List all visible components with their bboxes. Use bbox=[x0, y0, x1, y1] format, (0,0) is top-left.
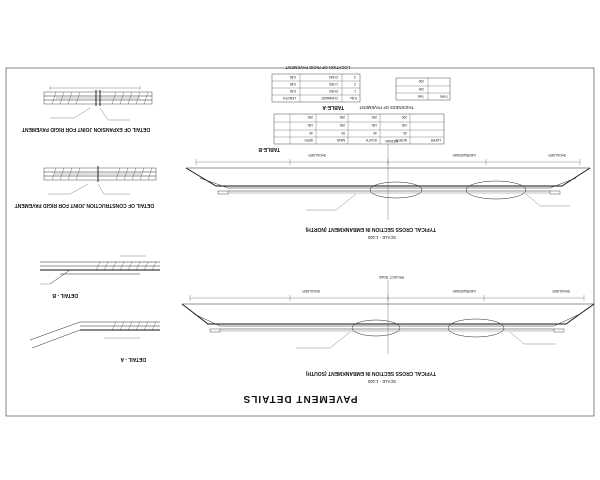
svg-text:TYPE: TYPE bbox=[440, 94, 448, 98]
north-carriageway-label: CARRIAGEWAY bbox=[452, 153, 476, 157]
north-section-title: TYPICAL CROSS SECTION IN EMBANKMENT (NOR… bbox=[305, 226, 436, 232]
main-title: PAVEMENT DETAILS bbox=[243, 393, 358, 404]
svg-text:40: 40 bbox=[403, 131, 407, 135]
svg-text:150: 150 bbox=[401, 123, 407, 127]
svg-text:150: 150 bbox=[371, 123, 377, 127]
svg-text:2: 2 bbox=[354, 82, 356, 86]
table-a-caption: LOCATION OF RIGID PAVEMENT bbox=[285, 65, 350, 70]
detail-b: DETAIL - B bbox=[40, 255, 160, 298]
detail-a: DETAIL - A bbox=[29, 321, 160, 362]
sheet-border bbox=[5, 67, 595, 417]
drawing-title: PAVEMENT DETAILS bbox=[243, 393, 358, 404]
expansion-joint-title: DETAIL OF EXPANSION JOINT FOR RIGID PAVE… bbox=[22, 126, 150, 132]
svg-text:250: 250 bbox=[339, 123, 345, 127]
north-scale: SCALE - 1:100 bbox=[367, 235, 396, 240]
svg-text:1+200: 1+200 bbox=[329, 82, 338, 86]
cross-section-south: TYPICAL CROSS SECTION IN EMBANKMENT (SOU… bbox=[181, 275, 595, 384]
svg-text:SHOULDER: SHOULDER bbox=[548, 153, 566, 157]
svg-text:S.No: S.No bbox=[350, 96, 357, 100]
svg-text:150: 150 bbox=[418, 87, 424, 91]
svg-text:200: 200 bbox=[371, 115, 377, 119]
south-project-road-label: PROJECT ROAD bbox=[378, 275, 404, 279]
svg-text:MAIN: MAIN bbox=[336, 138, 345, 142]
svg-text:LENGTH: LENGTH bbox=[282, 96, 296, 100]
svg-text:0.50: 0.50 bbox=[290, 89, 296, 93]
detail-b-title: DETAIL - B bbox=[52, 292, 78, 298]
svg-text:SERV: SERV bbox=[304, 138, 313, 142]
table-a-title: TABLE-A bbox=[322, 104, 344, 110]
south-section-title: TYPICAL CROSS SECTION IN EMBANKMENT (SOU… bbox=[305, 370, 436, 376]
svg-text:SHOULDER: SHOULDER bbox=[552, 289, 570, 293]
svg-text:200: 200 bbox=[307, 115, 313, 119]
table-b: LAYER NORTH SOUTH MAIN SERV 40 40 50 40 … bbox=[258, 105, 445, 152]
south-scale: SCALE - 1:100 bbox=[367, 379, 396, 384]
expansion-joint-detail: DETAIL OF EXPANSION JOINT FOR RIGID PAVE… bbox=[22, 86, 153, 132]
svg-text:150: 150 bbox=[307, 123, 313, 127]
table-b-caption: THICKNESS OF PAVEMENT bbox=[359, 105, 414, 110]
cross-section-north: TYPICAL CROSS SECTION IN EMBANKMENT (NOR… bbox=[185, 139, 591, 240]
svg-text:1: 1 bbox=[354, 89, 356, 93]
svg-text:NORTH: NORTH bbox=[395, 138, 407, 142]
svg-text:40: 40 bbox=[309, 131, 313, 135]
svg-text:0.80: 0.80 bbox=[290, 75, 296, 79]
svg-text:200: 200 bbox=[401, 115, 407, 119]
svg-text:CHAINAGE: CHAINAGE bbox=[321, 96, 338, 100]
table-a: S.No CHAINAGE LENGTH 1 0+000 0.50 2 1+20… bbox=[271, 65, 361, 110]
detail-a-title: DETAIL - A bbox=[120, 356, 146, 362]
construction-joint-detail: DETAIL OF CONSTRUCTION JOINT FOR RIGID P… bbox=[15, 166, 157, 208]
table-b-title: TABLE-B bbox=[258, 146, 280, 152]
svg-text:0.80: 0.80 bbox=[290, 82, 296, 86]
svg-text:40: 40 bbox=[373, 131, 377, 135]
svg-text:3: 3 bbox=[354, 75, 356, 79]
svg-text:SOUTH: SOUTH bbox=[365, 138, 377, 142]
svg-text:LAYER: LAYER bbox=[430, 138, 441, 142]
svg-text:THK: THK bbox=[417, 94, 424, 98]
svg-text:SHOULDER: SHOULDER bbox=[308, 153, 326, 157]
construction-joint-title: DETAIL OF CONSTRUCTION JOINT FOR RIGID P… bbox=[15, 202, 154, 208]
svg-text:50: 50 bbox=[341, 131, 345, 135]
svg-text:250: 250 bbox=[339, 115, 345, 119]
shoulder-table: TYPE THK 150 200 bbox=[395, 77, 451, 101]
svg-text:200: 200 bbox=[418, 79, 424, 83]
svg-text:0+000: 0+000 bbox=[329, 89, 338, 93]
svg-text:SHOULDER: SHOULDER bbox=[302, 289, 320, 293]
svg-text:2+450: 2+450 bbox=[329, 75, 338, 79]
south-carriageway-label: CARRIAGEWAY bbox=[452, 289, 476, 293]
north-median-label: MEDIAN bbox=[385, 139, 398, 143]
